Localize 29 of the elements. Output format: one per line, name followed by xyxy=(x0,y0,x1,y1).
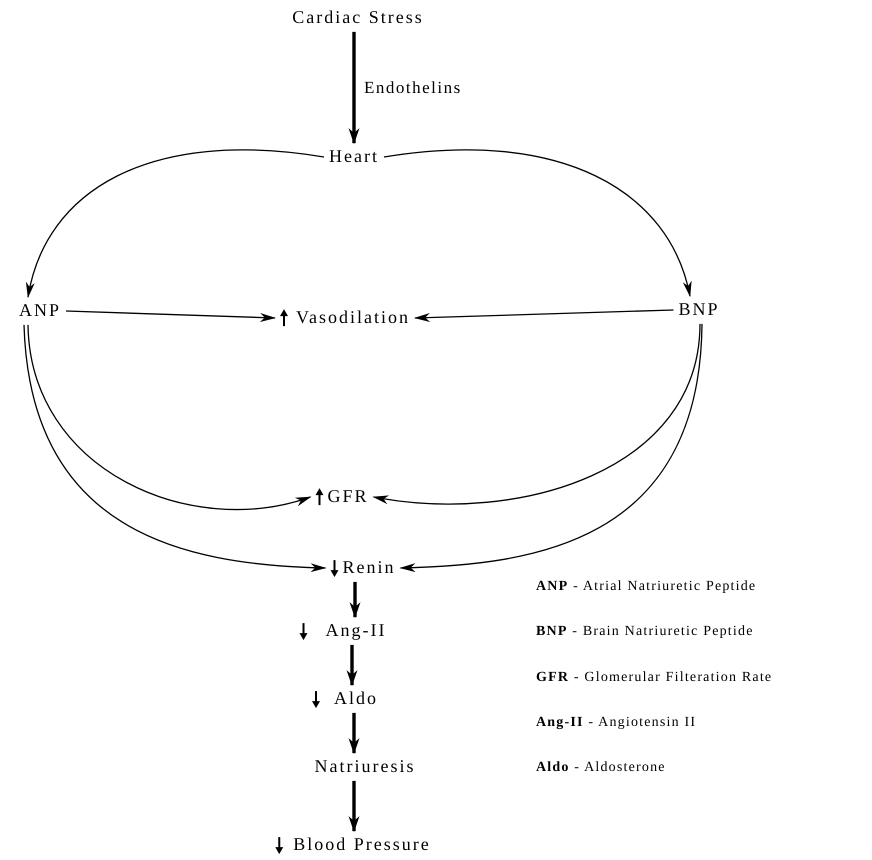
arrow xyxy=(346,644,358,686)
node-label: Aldo xyxy=(334,689,378,709)
node-label: Blood Pressure xyxy=(293,835,431,855)
abbreviation-note: GFR - Glomerular Filteration Rate xyxy=(536,670,772,686)
arrow xyxy=(372,324,701,505)
node-label: ANP xyxy=(19,301,61,321)
abbreviation-note: BNP - Brain Natriuretic Peptide xyxy=(536,624,754,640)
arrow xyxy=(384,149,691,298)
arrow xyxy=(27,149,324,298)
arrow xyxy=(27,324,312,510)
node-label: Renin xyxy=(342,558,396,578)
arrow xyxy=(348,712,360,754)
arrow xyxy=(350,582,360,618)
node-label: Ang-II xyxy=(326,621,386,641)
node-label: BNP xyxy=(678,300,720,320)
node-label: Natriuresis xyxy=(314,757,416,777)
node-label: Cardiac Stress xyxy=(292,8,424,28)
node-label: Vasodilation xyxy=(296,308,410,328)
arrow xyxy=(66,310,276,322)
arrow xyxy=(348,780,360,832)
abbreviation-note: ANP - Atrial Natriuretic Peptide xyxy=(536,579,756,595)
abbreviation-note: Ang-II - Angiotensin II xyxy=(536,715,696,731)
abbreviation-note: Aldo - Aldosterone xyxy=(536,760,666,776)
arrow xyxy=(414,309,674,322)
arrow xyxy=(400,324,703,572)
node-label: Heart xyxy=(329,147,379,167)
node-label: GFR xyxy=(328,487,368,507)
arrow xyxy=(348,32,360,144)
arrow xyxy=(23,324,326,572)
